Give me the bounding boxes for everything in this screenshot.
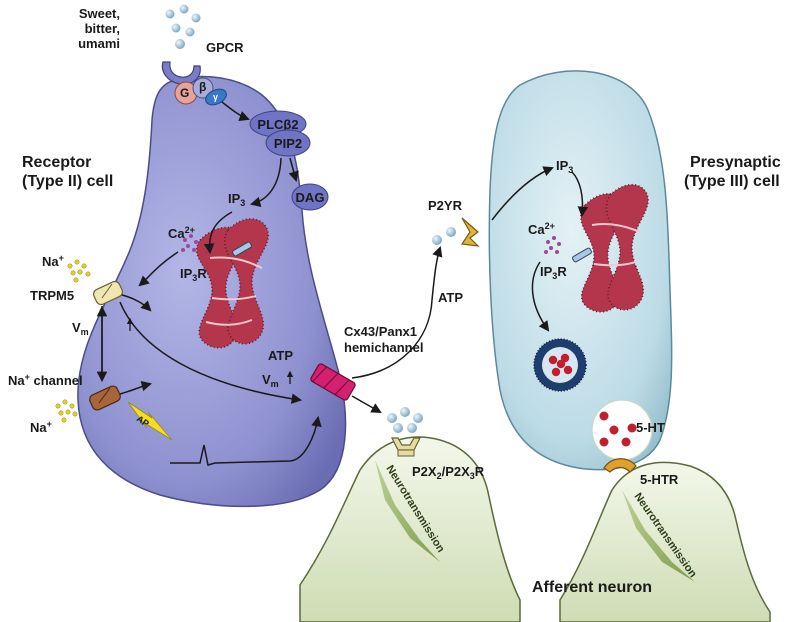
plc-beta2-enzyme: PLCβ2 — [249, 110, 307, 138]
atp-label-left: ATP — [268, 348, 293, 363]
g-gamma-label: γ — [213, 92, 218, 102]
calcium-ions-left — [181, 234, 198, 252]
g-alpha-label: G — [180, 86, 189, 100]
g-protein: G β γ — [174, 77, 227, 106]
serotonin-receptor-label: 5-HTR — [640, 472, 679, 487]
presynaptic-title-line-1: Presynaptic — [690, 154, 781, 171]
sodium-label-bottom: Na+ — [30, 419, 52, 435]
pip2-label: PIP2 — [274, 136, 302, 151]
atp-molecules-released — [387, 407, 423, 433]
receptor-title-line-2: (Type II) cell — [22, 173, 113, 190]
trpm5-label: TRPM5 — [30, 288, 74, 303]
gpcr-receptor — [161, 61, 201, 85]
pip2-enzyme: PIP2 — [265, 129, 311, 157]
dag-label: DAG — [296, 190, 325, 205]
g-beta-label: β — [199, 80, 206, 94]
ip3r-label-right: IP3R — [540, 264, 567, 281]
serotonin-label: 5-HT — [636, 420, 665, 435]
hemichannel-line-1: Cx43/Panx1 — [344, 324, 417, 339]
vm-label-left: Vm — [72, 320, 89, 337]
stimulus-label: Sweet, bitter, umami — [78, 6, 120, 51]
afferent-neuron-label: Afferent neuron — [532, 579, 652, 596]
afferent-neuron-left: Neurotransmission — [299, 436, 521, 622]
tastant-molecules — [165, 4, 201, 49]
presynaptic-title-line-2: (Type III) cell — [684, 173, 780, 190]
sodium-ions-top — [67, 259, 91, 283]
serotonin-release-bubble — [591, 399, 653, 461]
cx43-panx1-hemichannel — [310, 363, 356, 401]
ip3-label-left: IP3 — [228, 191, 245, 208]
dag-molecule: DAG — [291, 183, 329, 211]
atp-molecules-p2yr — [432, 227, 456, 245]
atp-label-mid: ATP — [438, 290, 463, 305]
receptor-title-line-1: Receptor — [22, 154, 91, 171]
serotonin-receptor — [603, 458, 637, 473]
stimulus-line-2: bitter, — [85, 21, 120, 36]
stimulus-line-1: Sweet, — [79, 6, 120, 21]
ip3-label-right: IP3 — [556, 158, 573, 175]
calcium-label-right: Ca2+ — [528, 221, 555, 237]
p2x-label: P2X2/P2X3R — [412, 464, 485, 481]
calcium-label-left: Ca2+ — [168, 225, 195, 241]
vm-up-arrows — [126, 317, 294, 384]
ip3-receptor-right — [572, 247, 592, 263]
action-potential-trace — [170, 415, 322, 466]
afferent-neuron-right: Neurotransmission — [559, 461, 771, 622]
sodium-channel — [89, 385, 121, 411]
p2yr-label: P2YR — [428, 198, 463, 213]
receptor-type-ii-cell — [77, 75, 347, 508]
serotonin-vesicle — [533, 338, 587, 392]
p2y-receptor — [460, 217, 480, 247]
vm-label-mid: Vm — [262, 372, 279, 389]
gpcr-label: GPCR — [206, 40, 244, 55]
presynaptic-cell-title: Presynaptic (Type III) cell — [684, 154, 781, 190]
sodium-channel-label: Na+ channel — [8, 372, 83, 388]
calcium-ions-right — [544, 236, 561, 254]
pathway-arrows — [96, 101, 589, 414]
trpm5-channel — [92, 280, 124, 306]
sodium-label-top: Na+ — [42, 253, 64, 269]
endoplasmic-reticulum-right — [580, 184, 649, 313]
p2x-receptor — [391, 437, 421, 457]
sodium-ions-bottom — [55, 399, 78, 423]
hemichannel-label: Cx43/Panx1 hemichannel — [344, 324, 423, 355]
hemichannel-line-2: hemichannel — [344, 340, 423, 355]
ip3r-label-left: IP3R — [180, 266, 207, 283]
stimulus-line-3: umami — [78, 36, 120, 51]
ip3-receptor-left — [232, 241, 252, 257]
receptor-cell-title: Receptor (Type II) cell — [22, 154, 113, 190]
plc-label: PLCβ2 — [257, 117, 298, 132]
